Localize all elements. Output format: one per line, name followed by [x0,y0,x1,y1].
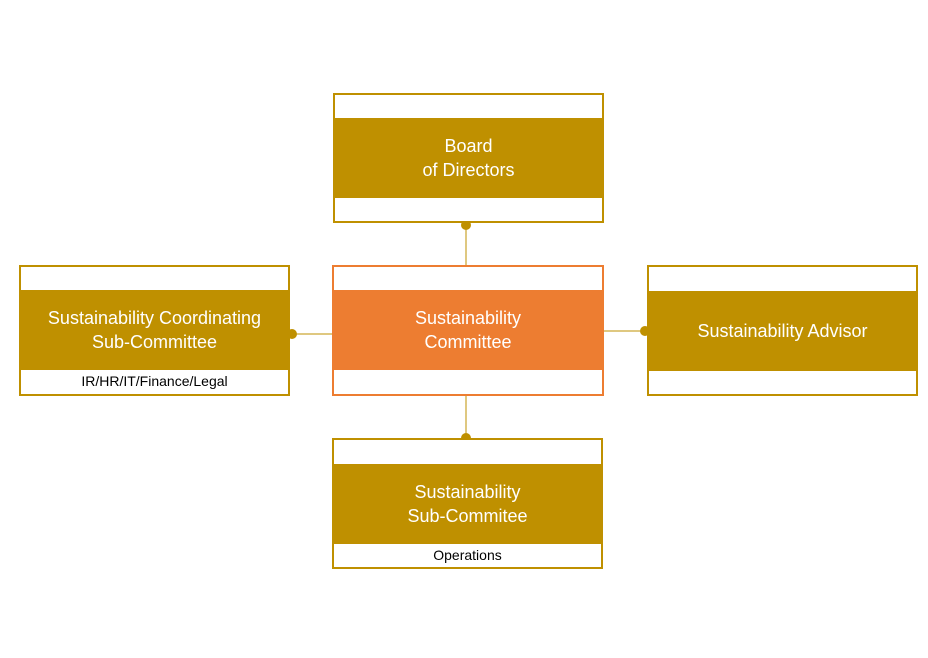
node-subcommittee-sublabel: Operations [433,546,502,563]
node-board-of-directors: Board of Directors [333,93,604,223]
node-subcommittee-header: Sustainability Sub-Commitee [334,464,601,544]
node-coordinating-header: Sustainability Coordinating Sub-Committe… [21,290,288,370]
node-coordinating-sub-committee: Sustainability Coordinating Sub-Committe… [19,265,290,396]
node-advisor-label: Sustainability Advisor [697,321,868,341]
node-subcommittee-label-line2: Sub-Commitee [407,506,528,526]
node-sustainability-advisor: Sustainability Advisor [647,265,918,396]
node-coordinating-label-line1: Sustainability Coordinating [47,308,262,328]
node-committee-label-line1: Sustainability [414,308,522,328]
node-coordinating-sublabel: IR/HR/IT/Finance/Legal [81,373,228,389]
node-subcommittee-label-line1: Sustainability [414,482,521,502]
node-coordinating-label-line2: Sub-Committee [91,332,218,352]
node-committee-label-line2: Committee [424,332,512,352]
node-sustainability-sub-committee: Sustainability Sub-Commitee Operations [332,438,603,569]
node-sustainability-committee: Sustainability Committee [332,265,604,396]
node-board-header: Board of Directors [335,118,602,198]
node-board-label-line2: of Directors [422,160,515,180]
node-advisor-header: Sustainability Advisor [649,291,916,371]
node-board-label-line1: Board [444,136,493,156]
node-committee-header: Sustainability Committee [334,290,602,370]
